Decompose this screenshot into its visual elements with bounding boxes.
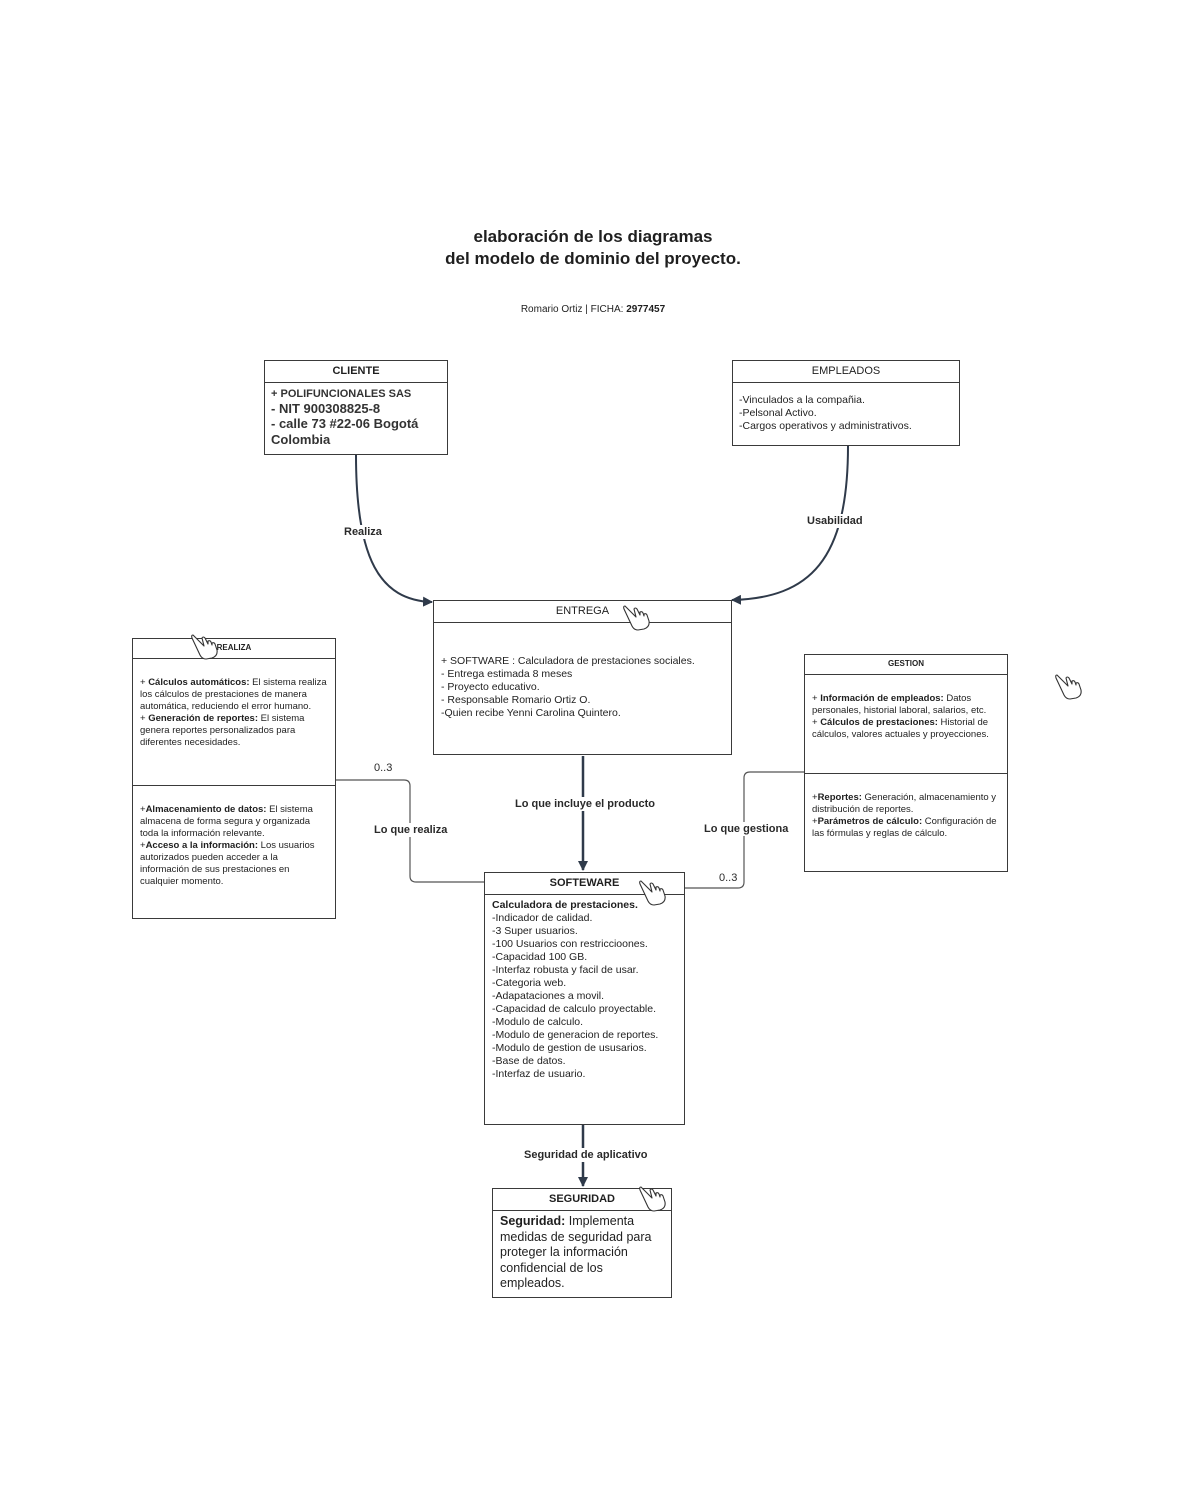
empleados-line: -Cargos operativos y administrativos. (739, 420, 912, 432)
hand-pointer-icon (191, 634, 218, 660)
softeware-body: Calculadora de prestaciones. -Indicador … (485, 895, 684, 1081)
realiza-box[interactable]: REALIZA + Cálculos automáticos: El siste… (132, 638, 336, 919)
seguridad-text: Implementa medidas de seguridad para pro… (500, 1214, 652, 1290)
edge-usabilidad (731, 445, 849, 605)
edge-realiza (355, 454, 433, 607)
realiza-header: REALIZA (133, 639, 335, 659)
multiplicity-left: 0..3 (374, 762, 393, 774)
edge-label-lo-que-gestiona: Lo que gestiona (702, 822, 791, 836)
softeware-line: -Modulo de calculo. (492, 1016, 584, 1028)
softeware-box[interactable]: SOFTEWARE Calculadora de prestaciones. -… (484, 872, 685, 1125)
realiza-section-1: + Cálculos automáticos: El sistema reali… (133, 659, 335, 785)
entrega-box[interactable]: ENTREGA + SOFTWARE : Calculadora de pres… (433, 600, 732, 755)
gestion-header: GESTION (805, 655, 1007, 675)
seguridad-box[interactable]: SEGURIDAD Seguridad: Implementa medidas … (492, 1188, 672, 1298)
softeware-line: -Modulo de generacion de reportes. (492, 1029, 659, 1041)
cliente-line: + POLIFUNCIONALES SAS (271, 388, 412, 400)
entrega-line: + SOFTWARE : Calculadora de prestaciones… (441, 655, 695, 667)
cliente-header: CLIENTE (265, 361, 447, 383)
entrega-line: - Entrega estimada 8 meses (441, 668, 573, 680)
multiplicity-right: 0..3 (719, 872, 738, 884)
gestion-item: +Parámetros de cálculo: Configuración de… (812, 816, 997, 839)
entrega-line: - Responsable Romario Ortiz O. (441, 694, 591, 706)
entrega-line: - Proyecto educativo. (441, 681, 540, 693)
softeware-line: -Interfaz robusta y facil de usar. (492, 964, 639, 976)
cliente-line: - calle 73 #22-06 Bogotá (271, 416, 419, 431)
author-name: Romario Ortiz (520, 304, 583, 315)
entrega-header: ENTREGA (434, 601, 731, 623)
hand-pointer-icon (1055, 674, 1082, 700)
empleados-header: EMPLEADOS (733, 361, 959, 383)
realiza-item: + Generación de reportes: El sistema gen… (140, 713, 305, 748)
edge-label-lo-que-realiza: Lo que realiza (372, 823, 450, 837)
hand-pointer-icon (623, 605, 650, 631)
empleados-box[interactable]: EMPLEADOS -Vinculados a la compañia. -Pe… (732, 360, 960, 446)
gestion-item: + Información de empleados: Datos person… (812, 693, 987, 716)
edge-label-seguridad: Seguridad de aplicativo (522, 1148, 650, 1162)
cliente-line: Colombia (271, 432, 331, 447)
softeware-line: -100 Usuarios con restriccioones. (492, 938, 648, 950)
softeware-line: -Modulo de gestion de ususarios. (492, 1042, 647, 1054)
empleados-body: -Vinculados a la compañia. -Pelsonal Act… (733, 383, 959, 433)
softeware-line: -Interfaz de usuario. (492, 1068, 586, 1080)
cliente-line: - NIT 900308825-8 (271, 401, 381, 416)
softeware-line: -Capacidad 100 GB. (492, 951, 588, 963)
realiza-section-2: +Almacenamiento de datos: El sistema alm… (133, 785, 335, 888)
entrega-line: -Quien recibe Yenni Carolina Quintero. (441, 707, 621, 719)
edge-label-usabilidad: Usabilidad (805, 514, 865, 528)
softeware-line: -Indicador de calidad. (492, 912, 593, 924)
softeware-line: -Categoria web. (492, 977, 567, 989)
gestion-section-2: +Reportes: Generación, almacenamiento y … (805, 773, 1007, 840)
realiza-item: +Almacenamiento de datos: El sistema alm… (140, 804, 313, 839)
softeware-title: Calculadora de prestaciones. (492, 899, 638, 911)
softeware-line: -3 Super usuarios. (492, 925, 578, 937)
edge-label-lo-que-incluye: Lo que incluye el producto (513, 797, 657, 811)
softeware-header: SOFTEWARE (485, 873, 684, 895)
edge-label-realiza: Realiza (342, 525, 384, 539)
cliente-body: + POLIFUNCIONALES SAS - NIT 900308825-8 … (265, 383, 447, 451)
ficha-label: | FICHA: (582, 304, 627, 315)
entrega-body: + SOFTWARE : Calculadora de prestaciones… (434, 623, 731, 720)
gestion-section-1: + Información de empleados: Datos person… (805, 675, 1007, 773)
softeware-line: -Base de datos. (492, 1055, 566, 1067)
gestion-item: + Cálculos de prestaciones: Historial de… (812, 717, 989, 740)
gestion-item: +Reportes: Generación, almacenamiento y … (812, 792, 997, 815)
empleados-line: -Vinculados a la compañia. (739, 394, 865, 406)
empleados-line: -Pelsonal Activo. (739, 407, 817, 419)
ficha-number: 2977457 (626, 304, 666, 315)
hand-pointer-icon (639, 1186, 666, 1212)
hand-pointer-icon (639, 880, 666, 906)
seguridad-bold: Seguridad: (500, 1214, 566, 1228)
gestion-box[interactable]: GESTION + Información de empleados: Dato… (804, 654, 1008, 872)
diagram-title-line-2: del modelo de dominio del proyecto. (445, 249, 741, 268)
softeware-line: -Capacidad de calculo proyectable. (492, 1003, 657, 1015)
realiza-item: +Acceso a la información: Los usuarios a… (140, 840, 315, 887)
seguridad-body: Seguridad: Implementa medidas de segurid… (493, 1211, 671, 1292)
softeware-line: -Adapataciones a movil. (492, 990, 605, 1002)
cliente-box[interactable]: CLIENTE + POLIFUNCIONALES SAS - NIT 9003… (264, 360, 448, 455)
seguridad-header: SEGURIDAD (493, 1189, 671, 1211)
author-line: Romario Ortiz | FICHA: 2977457 (0, 304, 1186, 315)
realiza-item: + Cálculos automáticos: El sistema reali… (140, 677, 327, 712)
diagram-title-line-1: elaboración de los diagramas (473, 227, 713, 246)
